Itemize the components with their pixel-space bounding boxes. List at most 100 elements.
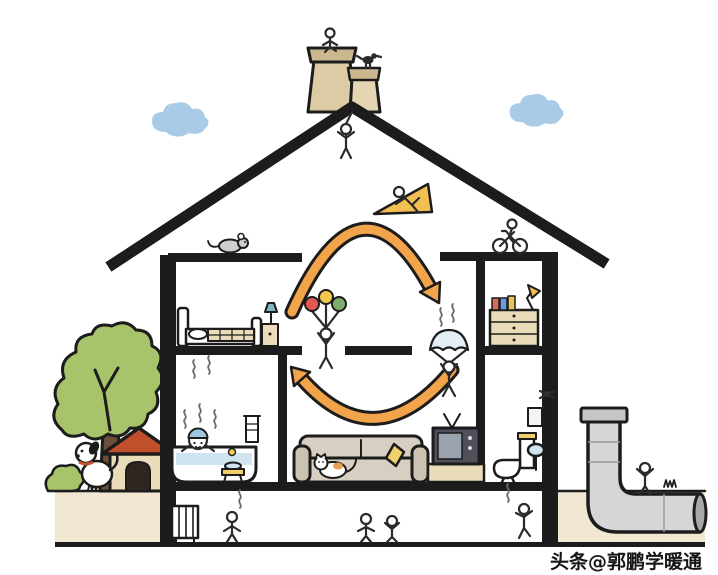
balloon-green	[331, 296, 347, 312]
desk-lamp-shade	[527, 284, 541, 299]
tv-knob	[468, 436, 472, 440]
bed-pillow	[188, 328, 208, 340]
parachute-lines	[430, 348, 468, 364]
grass-tuft	[663, 479, 677, 488]
tv-knob	[468, 446, 472, 450]
bath-steam	[183, 355, 217, 429]
arrow-top-fill	[287, 224, 435, 317]
towel-stripes	[245, 423, 259, 431]
midfloor-right	[476, 346, 550, 355]
bather-eye	[193, 441, 196, 445]
chimney-sitter	[321, 27, 339, 54]
balloon-strings	[310, 302, 341, 330]
basement-radiator	[170, 504, 200, 543]
midfloor-left	[168, 346, 302, 355]
balloon-person-body	[316, 331, 336, 370]
pipe-opening	[692, 492, 708, 534]
nightstand-knob	[268, 332, 272, 336]
dresser-knob	[512, 338, 516, 342]
parachute-canopy	[428, 328, 470, 352]
midfloor-center	[345, 346, 412, 355]
spider-legs	[538, 389, 556, 400]
arrow-top-head	[418, 280, 442, 305]
towel	[245, 415, 259, 443]
bedroom-bed	[176, 306, 263, 348]
chimney-bird	[355, 53, 383, 70]
basement-kid-right	[506, 483, 534, 540]
toilet	[492, 432, 537, 484]
cat-ears	[315, 453, 327, 460]
wall-left	[160, 255, 176, 543]
sofa-armrest-left	[292, 444, 312, 484]
ground-floor	[168, 482, 550, 491]
bather-mouth	[194, 445, 202, 450]
dog-eye	[80, 449, 84, 453]
mouse-ear	[237, 232, 245, 241]
attic-cyclist	[491, 218, 529, 255]
dog-collar	[78, 460, 94, 466]
study-books	[491, 295, 516, 311]
tree-crown	[52, 321, 164, 441]
bathing-person	[180, 427, 216, 453]
sofa-cat	[313, 453, 357, 479]
pipe-flange	[579, 406, 629, 424]
doghouse-door	[125, 461, 151, 492]
dresser-knob	[512, 314, 516, 318]
bath-towel	[243, 415, 261, 443]
toilet-base	[500, 476, 516, 484]
bathroom-bathtub	[170, 445, 258, 484]
sky	[152, 94, 564, 137]
cat-eye	[318, 461, 320, 463]
bedroom-nightstand	[261, 302, 279, 347]
tree-branches	[93, 366, 120, 432]
book	[491, 297, 500, 311]
tv-stand	[426, 462, 486, 484]
tv-screen	[437, 432, 463, 460]
bedside-lamp-shade	[264, 302, 278, 313]
doghouse	[100, 426, 178, 493]
doghouse-roof	[100, 426, 178, 456]
chimney-second-cap	[346, 66, 382, 82]
watermark-text: 头条@郭鹏学暖通	[550, 550, 703, 573]
arrow-bottom-fill	[297, 365, 457, 423]
radiator-fins	[178, 505, 194, 539]
attic-glider-rider	[372, 182, 434, 216]
bather-arms	[180, 444, 216, 453]
circulation-arrow-top	[284, 221, 442, 320]
dresser-drawers	[489, 321, 539, 335]
attic-mouse	[207, 232, 249, 254]
pipe-rings	[588, 441, 665, 532]
study-wall	[476, 253, 485, 346]
ceiling-left	[168, 253, 302, 262]
cloud-left-shape	[152, 102, 209, 137]
dog-ear	[88, 441, 100, 455]
radiator-feet	[175, 537, 195, 543]
bather-eye	[200, 441, 203, 445]
mouse-tail	[207, 240, 220, 248]
ceiling-right	[440, 252, 550, 261]
cloud-right-shape	[509, 94, 564, 127]
sofa-cushion	[384, 442, 406, 468]
balloon-red	[304, 296, 320, 312]
balloon-yellow	[318, 289, 334, 305]
living-sofa	[292, 434, 430, 484]
sofa-armrest-right	[410, 444, 430, 484]
roof	[105, 101, 610, 272]
mirror	[527, 407, 543, 427]
television	[426, 413, 486, 484]
toilet-lid	[517, 432, 537, 440]
spider	[538, 371, 556, 400]
arrow-bottom-head	[289, 365, 312, 388]
tv-antenna	[443, 413, 461, 429]
spider-body	[544, 391, 550, 397]
book	[507, 295, 516, 311]
parachute-person-body	[439, 362, 459, 398]
dog-nose	[76, 454, 80, 458]
blanket-grid	[207, 328, 255, 342]
attic-climber	[336, 110, 356, 160]
house-structure	[105, 27, 610, 543]
stool-top	[221, 468, 245, 476]
basement-kids-center	[356, 512, 401, 544]
